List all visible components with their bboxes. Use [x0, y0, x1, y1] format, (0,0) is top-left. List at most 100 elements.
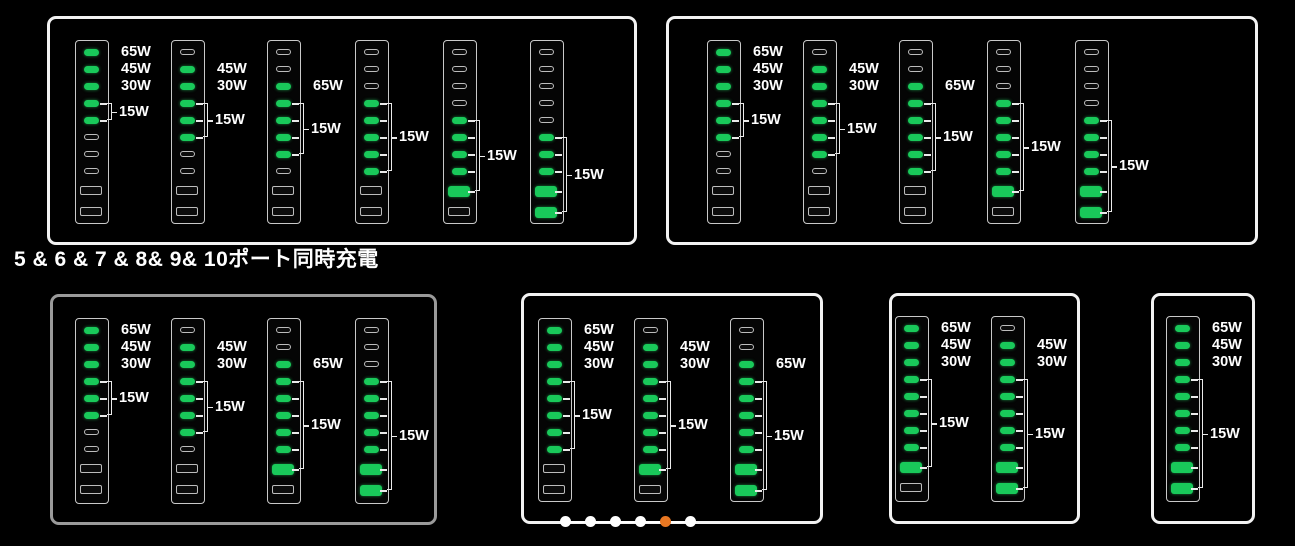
carousel-dot[interactable]: [585, 516, 596, 527]
usb-a-port-icon: [908, 151, 923, 158]
wattage-label-15w: 15W: [678, 417, 708, 433]
usb-c-port-icon: [1171, 462, 1193, 473]
bracket-tick: [1100, 120, 1107, 122]
usb-a-port-icon: [1000, 393, 1015, 400]
usb-a-port-icon: [364, 100, 379, 107]
usb-c-port-icon: [360, 207, 382, 216]
wattage-label: 65W: [313, 78, 343, 94]
usb-a-port-icon: [276, 83, 291, 90]
bracket-tick: [924, 154, 931, 156]
bracket-tick: [920, 413, 927, 415]
usb-a-port-icon: [539, 100, 554, 106]
bracket-tick: [1012, 137, 1019, 139]
bracket-tick: [1012, 154, 1019, 156]
usb-a-port-icon: [364, 446, 379, 453]
wattage-label-15w: 15W: [943, 129, 973, 145]
carousel-connector: [594, 521, 610, 523]
bracket-connector: [208, 120, 213, 122]
carousel-dot[interactable]: [685, 516, 696, 527]
usb-a-port-icon: [739, 361, 754, 368]
bracket-tick: [924, 137, 931, 139]
usb-a-port-icon: [643, 412, 658, 419]
usb-a-port-icon: [539, 49, 554, 55]
usb-c-port-icon: [535, 186, 557, 197]
bracket-tick: [380, 398, 387, 400]
bracket-tick: [659, 469, 666, 471]
carousel-dot[interactable]: [560, 516, 571, 527]
usb-c-port-icon: [543, 464, 565, 473]
bracket-tick: [924, 120, 931, 122]
carousel-dot[interactable]: [610, 516, 621, 527]
bracket-tick: [920, 447, 927, 449]
wattage-label: 45W: [941, 337, 971, 353]
usb-a-port-icon: [180, 361, 195, 368]
usb-a-port-icon: [180, 100, 195, 107]
usb-c-port-icon: [735, 464, 757, 475]
usb-a-port-icon: [643, 446, 658, 453]
usb-a-port-icon: [1000, 410, 1015, 417]
wattage-label: 30W: [849, 78, 879, 94]
bracket-tick: [563, 432, 570, 434]
usb-a-port-icon: [1084, 134, 1099, 141]
usb-a-port-icon: [904, 393, 919, 400]
usb-a-port-icon: [180, 327, 195, 333]
usb-a-port-icon: [996, 66, 1011, 72]
wattage-label: 30W: [584, 356, 614, 372]
usb-a-port-icon: [1084, 49, 1099, 55]
wattage-label-15w: 15W: [1210, 425, 1240, 442]
wattage-label-15w: 15W: [311, 120, 341, 137]
bracket-connector: [1024, 147, 1029, 149]
usb-a-port-icon: [716, 168, 731, 174]
bracket-tick: [1016, 379, 1023, 381]
bracket-tick: [196, 120, 203, 122]
carousel-dot[interactable]: [660, 516, 671, 527]
usb-a-port-icon: [812, 100, 827, 107]
usb-c-port-icon: [996, 462, 1018, 473]
usb-a-port-icon: [547, 412, 562, 419]
bracket-tick: [196, 103, 203, 105]
bracket-line: [299, 381, 304, 469]
usb-a-port-icon: [547, 361, 562, 368]
usb-a-port-icon: [539, 134, 554, 141]
usb-a-port-icon: [364, 83, 379, 89]
usb-a-port-icon: [1175, 444, 1190, 451]
bracket-tick: [659, 415, 666, 417]
bracket-tick: [468, 137, 475, 139]
usb-c-port-icon: [80, 464, 102, 473]
wattage-label-15w: 15W: [399, 129, 429, 145]
usb-a-port-icon: [276, 66, 291, 72]
bracket-tick: [924, 103, 931, 105]
usb-a-port-icon: [1000, 427, 1015, 434]
bracket-tick: [196, 415, 203, 417]
bracket-tick: [563, 398, 570, 400]
usb-a-port-icon: [908, 100, 923, 107]
bracket-tick: [920, 430, 927, 432]
wattage-label: 45W: [753, 61, 783, 77]
usb-a-port-icon: [812, 117, 827, 124]
usb-a-port-icon: [996, 151, 1011, 158]
bracket-tick: [659, 398, 666, 400]
bracket-tick: [555, 137, 562, 139]
bracket-tick: [1191, 413, 1198, 415]
panel-seven-port: [521, 293, 823, 524]
bracket-line: [203, 381, 208, 432]
usb-a-port-icon: [364, 395, 379, 402]
usb-a-port-icon: [276, 168, 291, 174]
usb-a-port-icon: [716, 100, 731, 107]
bracket-tick: [196, 398, 203, 400]
carousel-dot[interactable]: [635, 516, 646, 527]
usb-a-port-icon: [539, 117, 554, 123]
panel-six-port: [889, 293, 1080, 524]
usb-a-port-icon: [812, 134, 827, 141]
bracket-tick: [100, 120, 107, 122]
usb-a-port-icon: [716, 134, 731, 141]
wattage-label: 45W: [217, 339, 247, 355]
usb-a-port-icon: [904, 359, 919, 366]
usb-a-port-icon: [1175, 427, 1190, 434]
wattage-label-15w: 15W: [487, 147, 517, 164]
usb-a-port-icon: [276, 49, 291, 55]
usb-c-port-icon: [543, 485, 565, 494]
usb-a-port-icon: [452, 100, 467, 106]
usb-a-port-icon: [276, 378, 291, 385]
usb-c-port-icon: [535, 207, 557, 218]
